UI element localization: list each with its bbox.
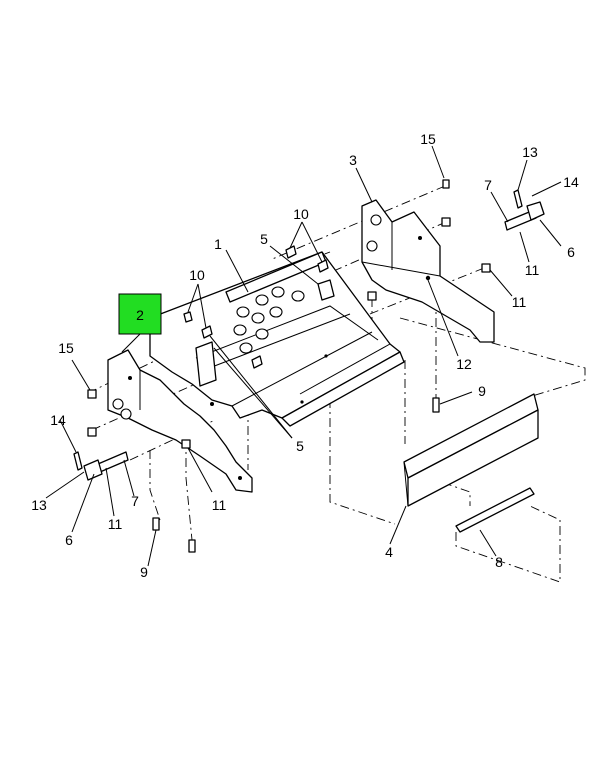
- hardware: [73, 179, 545, 553]
- callout-8[interactable]: 8: [495, 554, 503, 570]
- plate-lower: [195, 341, 217, 387]
- callout-9-bottom[interactable]: 9: [140, 564, 148, 580]
- callout-10-top[interactable]: 10: [293, 206, 309, 222]
- callout-6-left[interactable]: 6: [65, 532, 73, 548]
- callout-6-right[interactable]: 6: [567, 244, 575, 260]
- callout-4[interactable]: 4: [385, 544, 393, 560]
- callout-11-right-upper[interactable]: 11: [525, 262, 540, 278]
- callout-12[interactable]: 12: [456, 356, 472, 372]
- crossmember-channel: [149, 251, 405, 427]
- right-bracket: [361, 199, 495, 343]
- callout-13-right[interactable]: 13: [522, 144, 538, 160]
- callout-11-left-a[interactable]: 11: [108, 516, 123, 532]
- callouts: 15 3 13 14 7 6 11 11 10 5 1 10 12 15 9 5…: [31, 131, 579, 580]
- callout-14-right[interactable]: 14: [563, 174, 579, 190]
- callout-11-left-b[interactable]: 11: [212, 497, 227, 513]
- highlight-box: [118, 293, 162, 335]
- callout-13-left[interactable]: 13: [31, 497, 47, 513]
- leader-lines: [45, 145, 562, 567]
- callout-5-top[interactable]: 5: [260, 231, 268, 247]
- plate-upper: [317, 279, 335, 301]
- callout-10-left[interactable]: 10: [189, 267, 205, 283]
- callout-5-bottom[interactable]: 5: [296, 438, 304, 454]
- strip: [455, 487, 535, 533]
- callout-3[interactable]: 3: [349, 152, 357, 168]
- callout-15-top[interactable]: 15: [420, 131, 436, 147]
- callout-7-right[interactable]: 7: [484, 177, 492, 193]
- callout-15-left[interactable]: 15: [58, 340, 74, 356]
- callout-2-label: 2: [136, 307, 144, 323]
- cover-panel: [403, 393, 539, 507]
- callout-14-left[interactable]: 14: [50, 412, 66, 428]
- callout-9-right[interactable]: 9: [478, 383, 486, 399]
- callout-7-left[interactable]: 7: [131, 493, 139, 509]
- callout-11-right-lower[interactable]: 11: [512, 294, 527, 310]
- left-bracket: [107, 349, 253, 493]
- callout-2-highlight[interactable]: 2: [118, 293, 162, 353]
- callout-1[interactable]: 1: [214, 236, 222, 252]
